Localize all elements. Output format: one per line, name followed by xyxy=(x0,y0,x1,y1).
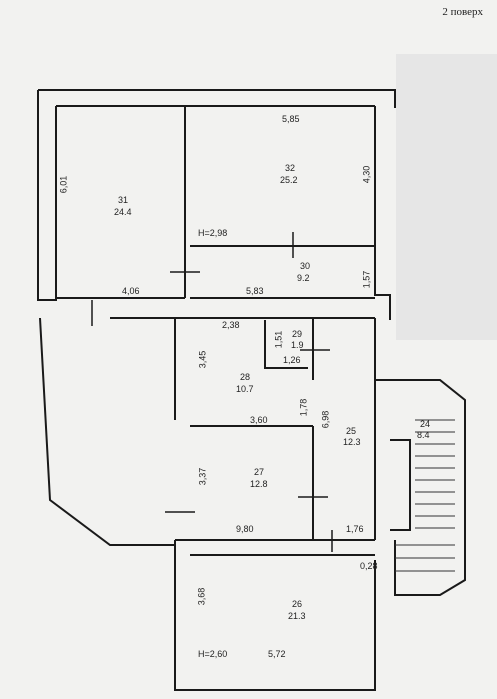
room-28-number: 28 xyxy=(240,372,251,382)
stair-inner xyxy=(390,439,411,531)
outer-wall-top xyxy=(38,89,396,108)
dim-151: 1,51 xyxy=(273,330,284,349)
dim-601: 6,01 xyxy=(58,175,69,194)
room-32-area: 25.2 xyxy=(280,175,298,185)
outer-wall-right-upper xyxy=(374,106,391,320)
dim-368: 3,68 xyxy=(196,587,207,606)
room-31-number: 31 xyxy=(118,195,129,205)
dim-572: 5,72 xyxy=(268,649,286,659)
floor-label: 2 поверх xyxy=(442,6,483,18)
height-lower: H=2,60 xyxy=(198,649,228,659)
room-24-number: 24 xyxy=(420,419,431,429)
room-31-area: 24.4 xyxy=(114,207,132,217)
stair-block xyxy=(375,379,466,596)
dim-583: 5,83 xyxy=(246,286,264,296)
dim-585: 5,85 xyxy=(282,114,300,124)
terrace-outline xyxy=(39,317,175,546)
room-26-number: 26 xyxy=(292,599,303,609)
room-30-number: 30 xyxy=(300,261,311,271)
room-30-area: 9.2 xyxy=(297,273,310,283)
dim-698: 6,98 xyxy=(320,410,331,429)
outer-wall-left xyxy=(37,90,57,301)
dim-028: 0,28 xyxy=(360,561,378,571)
dim-337: 3,37 xyxy=(197,467,208,486)
room-24-area: 8.4 xyxy=(417,430,430,440)
room-28-area: 10.7 xyxy=(236,384,254,394)
wall-26-left xyxy=(174,540,376,691)
dim-176: 1,76 xyxy=(346,524,364,534)
dim-178: 1,78 xyxy=(298,398,309,417)
dim-430: 4,30 xyxy=(361,165,372,184)
room-27-number: 27 xyxy=(254,467,265,477)
room-27-area: 12.8 xyxy=(250,479,268,489)
room-26-area: 21.3 xyxy=(288,611,306,621)
room-25-number: 25 xyxy=(346,426,357,436)
dim-360: 3,60 xyxy=(250,415,268,425)
height-upper: H=2,98 xyxy=(198,228,228,238)
room-29-area: 1.9 xyxy=(291,340,304,350)
wall-29-box xyxy=(264,320,308,369)
dim-238: 2,38 xyxy=(222,320,240,330)
redacted-area xyxy=(396,54,497,340)
dim-157: 1,57 xyxy=(361,270,372,289)
room-32-number: 32 xyxy=(285,163,296,173)
dim-126: 1,26 xyxy=(283,355,301,365)
dim-980: 9,80 xyxy=(236,524,254,534)
room-25-area: 12.3 xyxy=(343,437,361,447)
dim-406: 4,06 xyxy=(122,286,140,296)
room-29-number: 29 xyxy=(292,329,303,339)
dim-345: 3,45 xyxy=(197,350,208,369)
